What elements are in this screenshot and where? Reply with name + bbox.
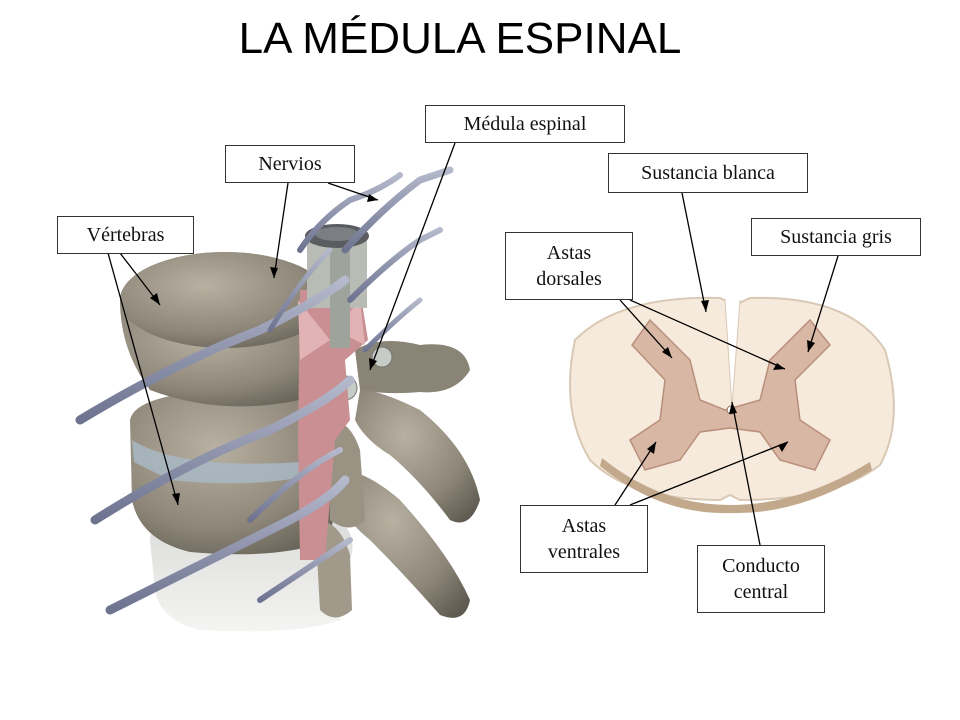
label-conducto-central: Conducto central [697,545,825,613]
label-astas-ventrales: Astas ventrales [520,505,648,573]
label-vertebras: Vértebras [57,216,194,254]
label-sustancia-blanca: Sustancia blanca [608,153,808,193]
label-nervios: Nervios [225,145,355,183]
leader-lines [107,142,839,546]
label-medula-espinal: Médula espinal [425,105,625,143]
leader-arrowheads [150,194,815,505]
label-sustancia-gris: Sustancia gris [751,218,921,256]
label-astas-dorsales: Astas dorsales [505,232,633,300]
page-title: LA MÉDULA ESPINAL [238,14,682,63]
